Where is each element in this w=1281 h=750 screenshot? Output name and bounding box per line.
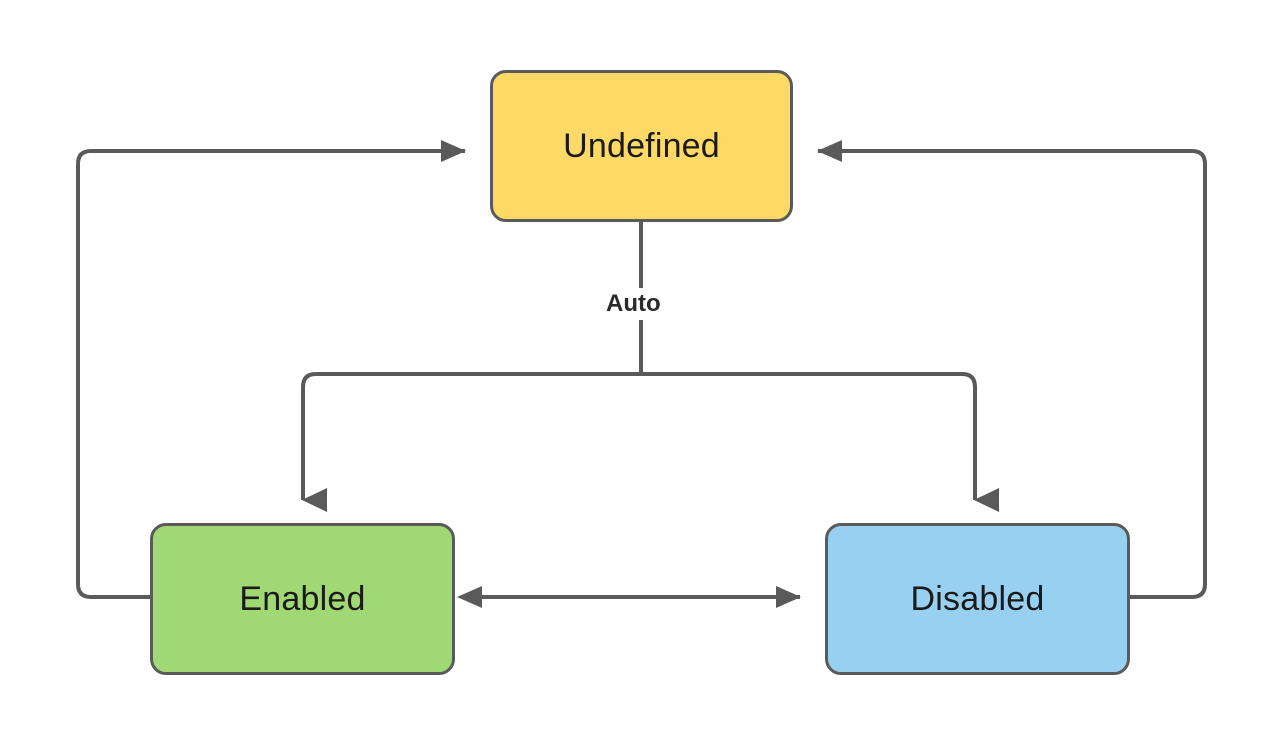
edge-disabled-to-undefined [817,140,1207,599]
edge-label-auto: Auto [598,288,669,320]
edge-undefined-to-disabled [641,372,999,512]
edge-undefined-to-enabled [301,372,641,512]
node-undefined-label: Undefined [563,126,720,165]
node-disabled-label: Disabled [910,579,1045,618]
node-enabled[interactable]: Enabled [150,523,455,675]
node-undefined[interactable]: Undefined [490,70,793,222]
edge-enabled-to-undefined [76,140,466,599]
node-disabled[interactable]: Disabled [825,523,1130,675]
node-enabled-label: Enabled [239,579,366,618]
